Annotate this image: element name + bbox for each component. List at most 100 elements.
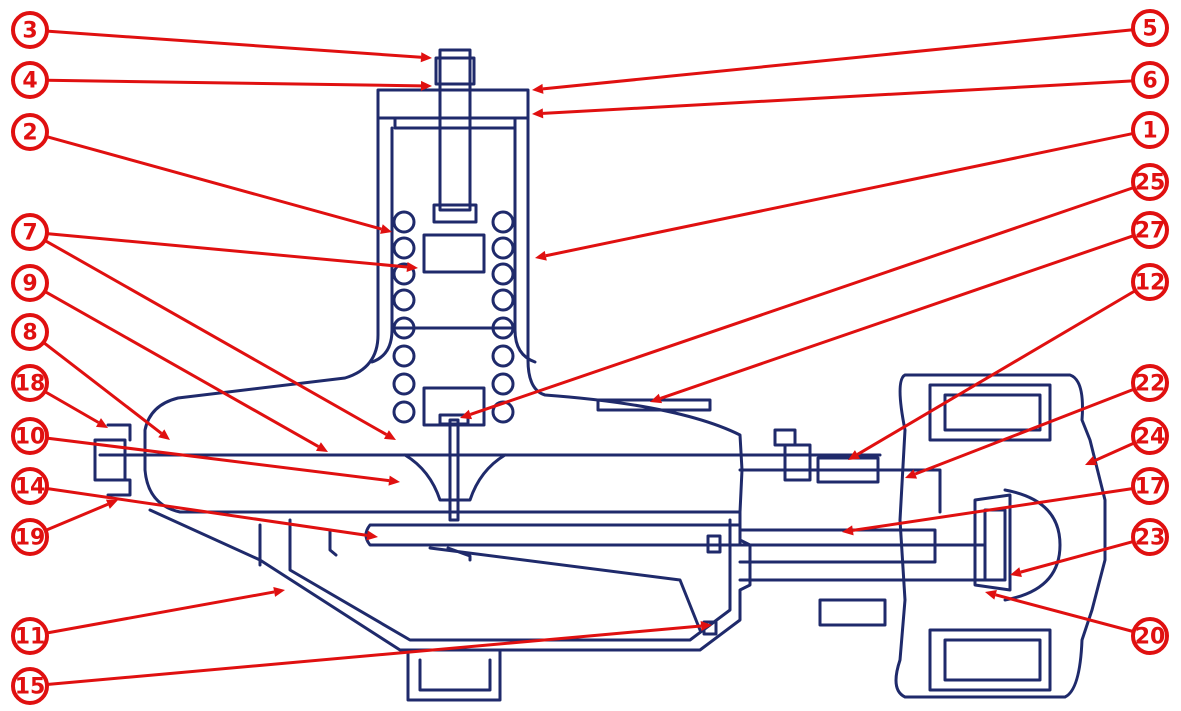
- leader-arrow-c7: [406, 262, 418, 272]
- leader-arrow-c15: [700, 620, 712, 631]
- lever: [364, 523, 742, 547]
- leader-arrow-c8: [158, 429, 170, 440]
- callout-number-c5: 5: [1142, 17, 1157, 42]
- orifice-stem: [738, 528, 937, 564]
- stem-head: [438, 413, 470, 426]
- callout-badge-c14: 14: [11, 467, 49, 505]
- outlet-boss-bottom: [818, 598, 887, 627]
- leader-line-c1: [545, 131, 1134, 258]
- bonnet-cap: [376, 88, 530, 120]
- callout-number-c4: 4: [22, 69, 37, 94]
- callout-number-c25: 25: [1135, 171, 1166, 196]
- callout-badge-c10: 10: [11, 417, 49, 455]
- callout-badge-c11: 11: [11, 617, 49, 655]
- callout-badge-c1: 1: [1131, 111, 1169, 149]
- valve-stem: [448, 418, 460, 522]
- callout-badge-c15: 15: [11, 667, 49, 705]
- leader-line-c22: [914, 387, 1135, 476]
- callout-badge-c8: 8: [11, 313, 49, 351]
- leader-arrow-c23: [1010, 567, 1022, 577]
- callout-badge-c23: 23: [1131, 518, 1169, 556]
- callout-number-c20: 20: [1135, 625, 1166, 650]
- leader-arrow-c9: [315, 442, 328, 452]
- vent-plate: [596, 398, 712, 412]
- callout-number-c18: 18: [15, 372, 46, 397]
- leader-line-c7: [44, 239, 388, 436]
- callout-circle-c12: [1131, 263, 1169, 301]
- leader-arrow-c4: [420, 80, 432, 91]
- lower-body: [148, 508, 752, 652]
- leader-line-c9: [44, 290, 320, 448]
- callout-badge-c6: 6: [1131, 61, 1169, 99]
- leader-arrow-c20: [985, 590, 997, 600]
- leader-line-c8: [42, 341, 163, 435]
- callout-number-c24: 24: [1135, 425, 1166, 450]
- callout-number-c27: 27: [1135, 219, 1166, 244]
- leader-arrow-c10: [388, 475, 400, 486]
- callout-number-c14: 14: [15, 475, 46, 500]
- callout-number-c7: 7: [22, 221, 37, 246]
- callout-circle-c17: [1131, 467, 1169, 505]
- leader-arrow-c22: [905, 469, 918, 479]
- bonnet: [143, 116, 744, 514]
- inlet-screen: [1003, 488, 1062, 602]
- callout-number-c8: 8: [22, 321, 37, 346]
- adjusting-screw: [438, 48, 472, 212]
- callout-badge-c27: 27: [1131, 211, 1169, 249]
- leader-line-c4: [46, 78, 422, 88]
- left-bolt: [106, 423, 132, 497]
- spring-coils-right: [491, 210, 515, 424]
- callout-circle-c11: [11, 617, 49, 655]
- spring-coils-left: [392, 210, 416, 424]
- inlet-disc: [983, 508, 1007, 582]
- callout-circle-c20: [1131, 617, 1169, 655]
- callout-circle-c10: [11, 417, 49, 455]
- callout-circle-c19: [11, 518, 49, 556]
- upper-spring-button: [422, 233, 486, 274]
- inlet-body: [894, 373, 1107, 699]
- callout-circle-c3: [11, 11, 49, 49]
- callout-number-c9: 9: [22, 272, 37, 297]
- inlet-upper-port: [928, 383, 1052, 442]
- callout-circle-c23: [1131, 518, 1169, 556]
- leader-line-c15: [46, 624, 702, 686]
- leader-line-c10: [46, 436, 390, 483]
- callout-badge-c19: 19: [11, 518, 49, 556]
- callout-badge-c9: 9: [11, 264, 49, 302]
- leader-line-c20: [995, 593, 1134, 634]
- callout-number-c22: 22: [1135, 372, 1166, 397]
- callout-circle-c22: [1131, 364, 1169, 402]
- callout-number-c12: 12: [1135, 271, 1166, 296]
- callout-circle-c14: [11, 467, 49, 505]
- leader-arrow-c27: [650, 393, 663, 404]
- callout-number-c15: 15: [15, 675, 46, 700]
- leader-line-c14: [46, 486, 368, 537]
- callout-number-c3: 3: [22, 19, 37, 44]
- lower-outlet-boss: [406, 648, 502, 702]
- callout-badge-c12: 12: [1131, 263, 1169, 301]
- lever-arm: [428, 546, 702, 632]
- callout-badge-c5: 5: [1131, 9, 1169, 47]
- callout-number-c10: 10: [15, 425, 46, 450]
- callout-number-c6: 6: [1142, 69, 1157, 94]
- small-bolt-lower: [702, 534, 722, 636]
- callout-circle-c1: [1131, 111, 1169, 149]
- leader-arrow-c14: [366, 530, 378, 541]
- regulator-drawing: [93, 48, 1107, 702]
- leader-line-c6: [542, 79, 1134, 115]
- inlet-seat: [973, 493, 1012, 592]
- callout-circle-c25: [1131, 163, 1169, 201]
- callout-number-c19: 19: [15, 526, 46, 551]
- leader-line-c7: [46, 232, 408, 269]
- lower-plug: [258, 523, 338, 567]
- leader-arrow-c6: [532, 108, 544, 119]
- callout-badge-c7: 7: [11, 213, 49, 251]
- bonnet-inner-wall: [370, 126, 537, 364]
- leader-line-c17: [852, 487, 1134, 532]
- bonnet-cap-inner: [393, 116, 517, 130]
- inlet-lower-port: [928, 628, 1052, 692]
- screw-collar: [432, 203, 478, 224]
- callout-number-c11: 11: [15, 625, 46, 650]
- leader-arrow-c1: [535, 250, 547, 261]
- leader-line-c25: [469, 186, 1135, 416]
